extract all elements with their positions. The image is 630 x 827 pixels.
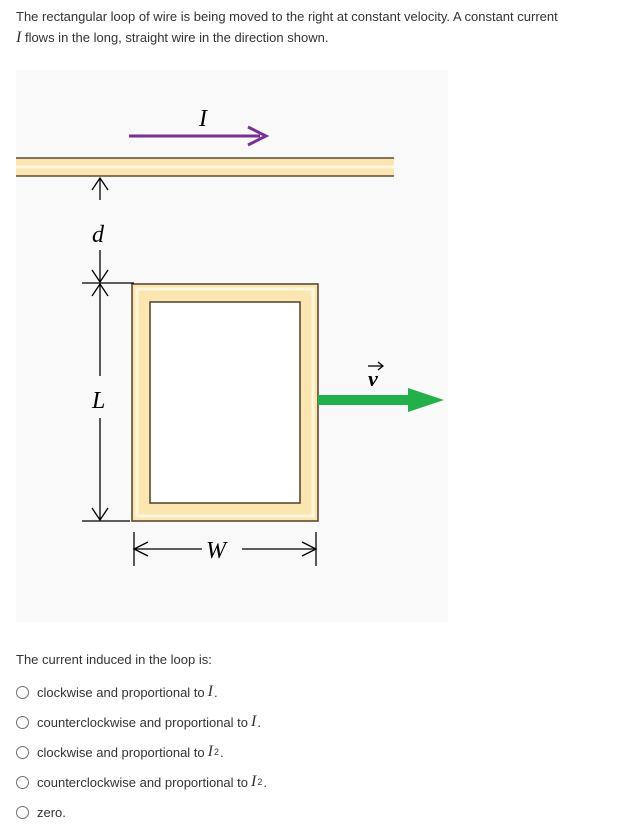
answer-prompt: The current induced in the loop is: [16,652,212,667]
option-end: . [263,774,267,790]
option-1[interactable]: clockwise and proportional to I. [16,677,267,707]
current-label: I [198,106,208,132]
W-label: W [206,538,228,564]
current-symbol: I [16,29,22,46]
option-2[interactable]: counterclockwise and proportional to I. [16,707,267,737]
option-exponent: 2 [213,747,219,757]
radio-button[interactable] [16,775,29,789]
radio-button[interactable] [16,685,29,699]
option-math: I [207,683,213,700]
option-math: I [251,713,257,730]
L-label: L [91,388,105,414]
velocity-label: v [368,366,378,391]
loop-interior [149,301,301,504]
option-label: counterclockwise and proportional to [37,774,249,790]
option-label: zero. [37,804,66,820]
question-text: The rectangular loop of wire is being mo… [16,6,622,48]
option-math: I [207,743,213,760]
radio-button[interactable] [16,745,29,759]
question-line-2: flows in the long, straight wire in the … [24,30,329,45]
option-label: counterclockwise and proportional to [37,714,249,730]
current-arrowhead [247,125,270,147]
option-end: . [257,714,261,730]
option-end: . [213,684,218,700]
physics-figure: I v d L W [16,70,448,622]
option-label: clockwise and proportional to [37,684,205,700]
option-label: clockwise and proportional to [37,744,205,760]
radio-button[interactable] [16,715,29,729]
radio-button[interactable] [16,805,29,819]
question-line-1: The rectangular loop of wire is being mo… [16,9,558,24]
answer-options: clockwise and proportional to I. counter… [16,677,267,827]
option-5[interactable]: zero. [16,797,267,827]
option-end: . [220,744,224,760]
d-label: d [92,222,105,248]
velocity-arrow [318,395,410,405]
loop-wire-diagram: I v d L W [16,106,444,566]
velocity-arrowhead [408,388,444,412]
option-math: I [251,773,257,790]
option-exponent: 2 [257,777,263,787]
